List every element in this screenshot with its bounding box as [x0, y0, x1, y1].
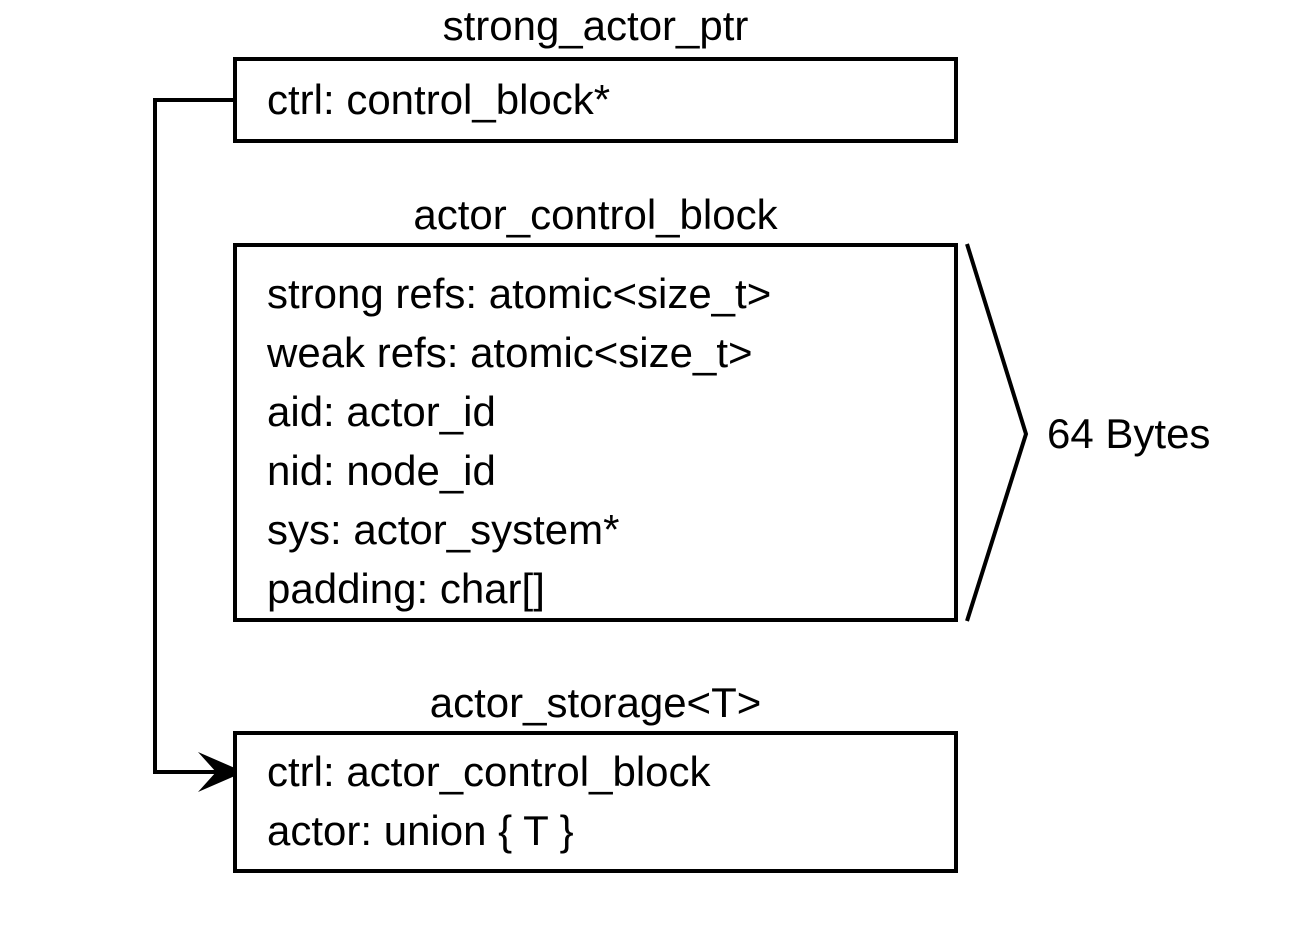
byte-size-brace	[965, 243, 1029, 622]
field-row-weak-refs: weak refs: atomic<size_t>	[267, 329, 753, 376]
node-title-strong-actor-ptr: strong_actor_ptr	[442, 2, 749, 49]
field-row-ctrl: ctrl: control_block*	[267, 76, 611, 123]
field-row-padding: padding: char[]	[267, 565, 545, 612]
field-row-storage-actor: actor: union { T }	[267, 807, 574, 854]
field-row-sys: sys: actor_system*	[267, 506, 620, 553]
node-box-actor-control-block: strong refs: atomic<size_t> weak refs: a…	[233, 243, 958, 622]
field-row-nid: nid: node_id	[267, 447, 496, 494]
field-row-aid: aid: actor_id	[267, 388, 496, 435]
field-row-storage-ctrl: ctrl: actor_control_block	[267, 748, 711, 795]
node-box-actor-storage: ctrl: actor_control_block actor: union {…	[233, 731, 958, 873]
byte-size-label: 64 Bytes	[1047, 410, 1211, 457]
field-row-strong-refs: strong refs: atomic<size_t>	[267, 270, 772, 317]
node-title-actor-storage: actor_storage<T>	[429, 679, 762, 726]
node-title-actor-control-block: actor_control_block	[413, 191, 778, 238]
node-box-strong-actor-ptr: ctrl: control_block*	[233, 57, 958, 143]
